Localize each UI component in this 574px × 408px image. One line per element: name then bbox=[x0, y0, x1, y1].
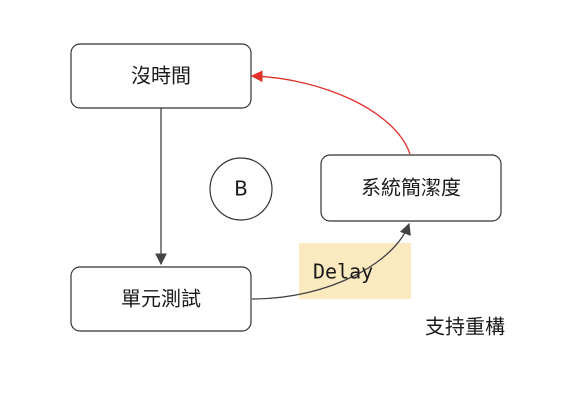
node-system-cleanliness-label: 系統簡潔度 bbox=[361, 176, 461, 200]
edge-system-cleanliness-to-no-time bbox=[250, 70, 411, 155]
node-unit-test-label: 單元測試 bbox=[121, 287, 201, 311]
loop-marker-b: B bbox=[209, 157, 273, 221]
node-unit-test: 單元測試 bbox=[70, 266, 252, 332]
node-system-cleanliness: 系統簡潔度 bbox=[320, 154, 502, 222]
node-no-time: 沒時間 bbox=[70, 43, 252, 109]
node-no-time-label: 沒時間 bbox=[131, 64, 191, 88]
loop-marker-b-label: B bbox=[234, 177, 248, 201]
edge-unit-test-to-system-cleanliness bbox=[251, 222, 411, 300]
delay-label: Delay bbox=[313, 260, 373, 284]
support-refactor-label: 支持重構 bbox=[425, 315, 505, 339]
